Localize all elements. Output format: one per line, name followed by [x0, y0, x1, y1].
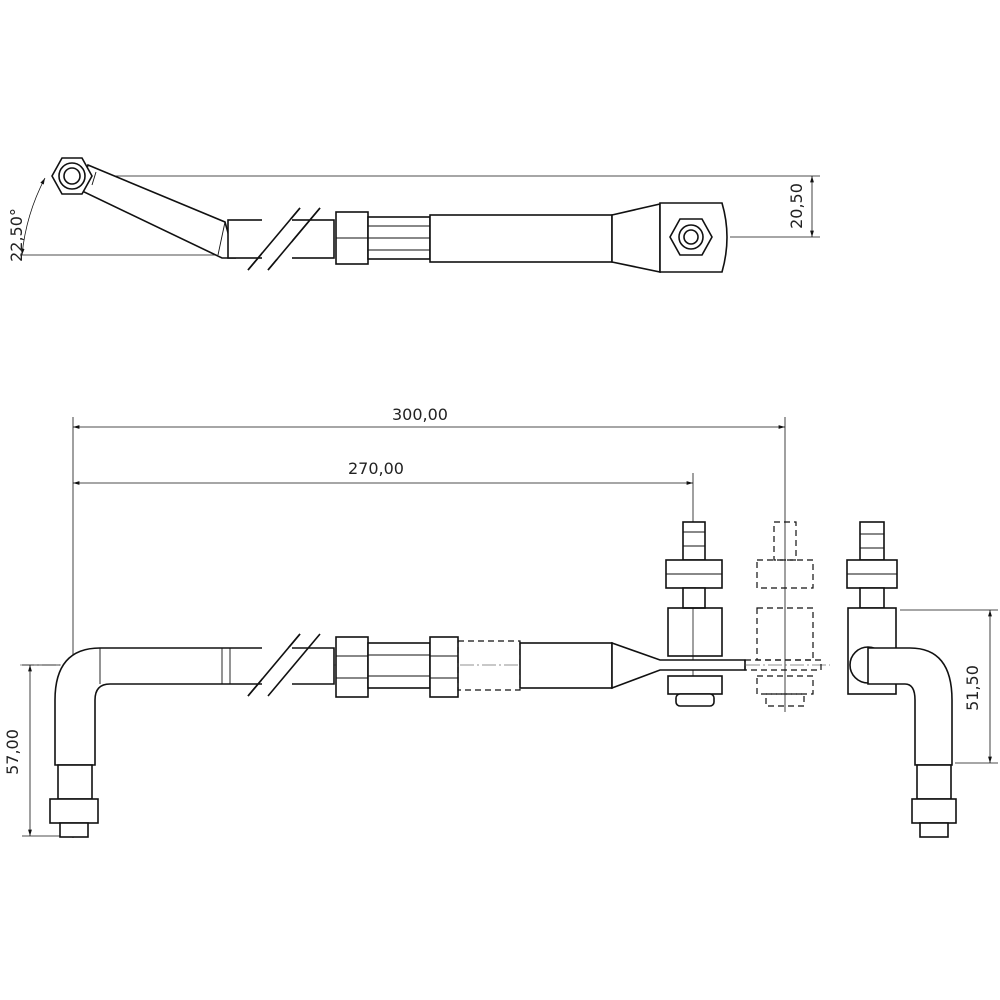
- angle-arc: [20, 177, 46, 256]
- alt-position-plate: [744, 659, 822, 671]
- dimension-270: 270,00: [348, 459, 404, 478]
- adjust-nut-front: [429, 636, 459, 698]
- left-stud: [57, 764, 93, 800]
- tube-front: [519, 642, 613, 689]
- dimension-57: 57,00: [3, 729, 22, 775]
- right-elbow-tube: [867, 647, 953, 766]
- ball-joint-bolt-270: [665, 521, 723, 707]
- top-view: 22,50° 20,50: [7, 157, 820, 273]
- threaded-section-front: [367, 642, 431, 689]
- dimension-51-50: 51,50: [963, 665, 982, 711]
- dimension-angle: 22,50°: [7, 208, 26, 262]
- dimension-300: 300,00: [392, 405, 448, 424]
- right-stud: [916, 764, 952, 800]
- dimension-20-50: 20,50: [787, 183, 806, 229]
- right-bottom-nut: [911, 798, 957, 824]
- tube-top: [429, 214, 613, 263]
- angled-arm: [79, 163, 237, 259]
- front-view: 300,00 270,00 57,00: [3, 405, 998, 838]
- hidden-thread: [457, 640, 521, 691]
- ball-joint-bolt-300-alt: [756, 521, 814, 707]
- left-bottom-nut: [49, 798, 99, 824]
- left-elbow-tube: [54, 647, 335, 766]
- lock-nut-front: [335, 636, 369, 698]
- tapered-end-top: [611, 202, 661, 273]
